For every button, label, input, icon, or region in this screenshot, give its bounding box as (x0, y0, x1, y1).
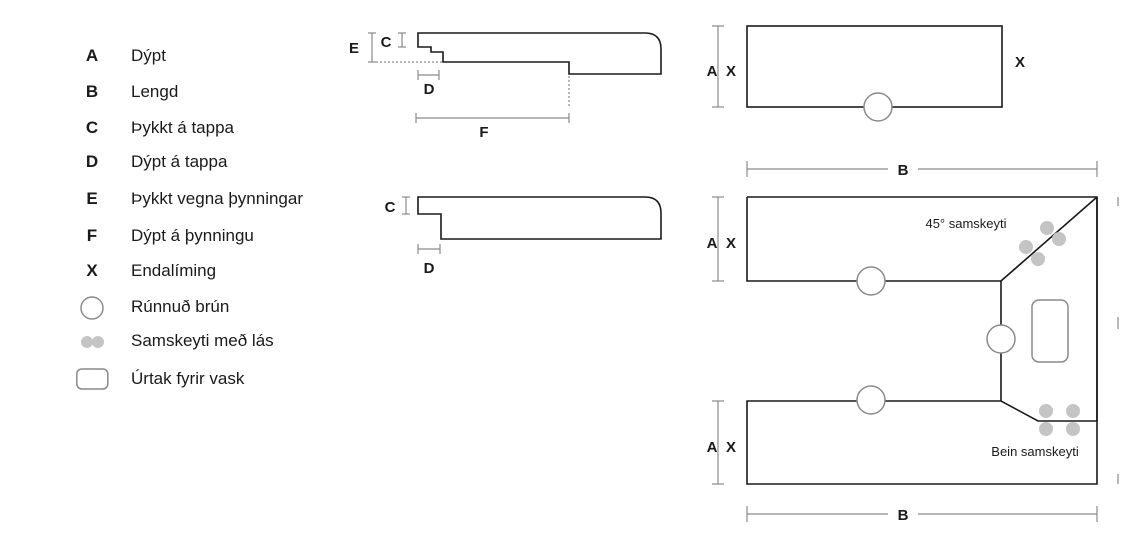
u-shaped-countertop: A X A X B 45° samskeyti Bein samskeyti (707, 196, 1119, 524)
dim-a-label: A (707, 235, 718, 252)
legend-item-d: D Dýpt á tappa (0, 149, 340, 175)
dim-x-label: X (726, 235, 736, 252)
dim-b-label: B (898, 162, 909, 179)
dim-b-label: B (898, 507, 909, 524)
legend-label: Lengd (131, 82, 179, 101)
circle-icon (80, 296, 104, 320)
dim-a-label: A (707, 63, 718, 80)
legend-label: Samskeyti með lás (131, 331, 274, 350)
legend-key: D (85, 152, 99, 171)
straight-joint-note: Bein samskeyti (991, 444, 1079, 459)
dim-e-label: E (349, 40, 359, 57)
dim-x-label: X (726, 63, 736, 80)
legend-key: B (85, 82, 99, 101)
double-dot-icon (81, 336, 104, 348)
dim-c-label: C (385, 199, 396, 216)
circle-icon (856, 266, 886, 296)
legend-item-rounded-edge: Rúnnuð brún (0, 294, 340, 320)
legend-item-b: B Lengd (0, 79, 340, 105)
dim-f-label: F (479, 124, 488, 141)
legend-label: Dýpt á þynningu (131, 226, 254, 245)
profile-outline (417, 196, 662, 240)
legend-label: Úrtak fyrir vask (131, 369, 245, 388)
profile-standard: C D (385, 196, 662, 277)
straight-countertop: A X X B (707, 25, 1098, 179)
legend-label: Endalíming (131, 261, 217, 280)
dim-a-label: A (707, 439, 718, 456)
joint-dot (1066, 422, 1080, 436)
joint-dot (1039, 404, 1053, 418)
legend-label: Dýpt á tappa (131, 152, 228, 171)
joint-dot (1019, 240, 1033, 254)
countertop-outline (746, 196, 1098, 485)
joint-dot (1040, 221, 1054, 235)
legend-label: Rúnnuð brún (131, 297, 230, 316)
legend-key: F (86, 226, 98, 245)
legend-item-f: F Dýpt á þynningu (0, 223, 340, 249)
miter-joint-note: 45° samskeyti (925, 216, 1006, 231)
legend-key: X (86, 261, 98, 280)
joint-dot (1052, 232, 1066, 246)
legend-label: Þykkt vegna þynningar (131, 189, 303, 208)
legend-item-sink-cutout: Úrtak fyrir vask (0, 366, 340, 392)
legend-key: E (86, 189, 98, 208)
dim-x-label: X (726, 439, 736, 456)
legend-key: A (85, 46, 99, 65)
legend-item-e: E Þykkt vegna þynningar (0, 186, 340, 212)
circle-icon (863, 92, 893, 122)
legend-item-x: X Endalíming (0, 258, 340, 284)
circle-icon (856, 385, 886, 415)
legend-label: Dýpt (131, 46, 166, 65)
rounded-rect-icon (1031, 299, 1069, 363)
profile-thinned: C E D F (349, 32, 662, 141)
legend-item-locked-joint: Samskeyti með lás (0, 328, 340, 354)
dim-c-label: C (381, 34, 392, 51)
rounded-rect-icon (76, 368, 109, 390)
legend-key: C (85, 118, 99, 137)
dim-d-label: D (424, 260, 435, 277)
joint-dot (1039, 422, 1053, 436)
legend: A Dýpt B Lengd C Þykkt á tappa D Dýpt á … (0, 0, 340, 400)
dim-d-label: D (424, 81, 435, 98)
joint-dot (1031, 252, 1045, 266)
circle-icon (986, 324, 1016, 354)
legend-label: Þykkt á tappa (131, 118, 235, 137)
legend-item-c: C Þykkt á tappa (0, 115, 340, 141)
dim-x-right-label: X (1015, 54, 1025, 71)
joint-dot (1066, 404, 1080, 418)
legend-item-a: A Dýpt (0, 43, 340, 69)
profile-outline (417, 32, 662, 75)
